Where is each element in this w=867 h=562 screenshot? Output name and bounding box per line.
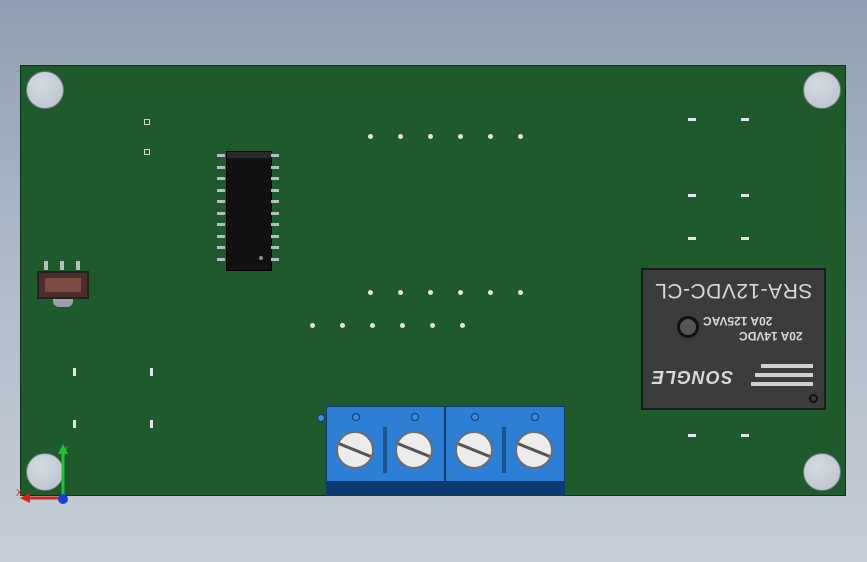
switch-tab <box>53 299 73 307</box>
ic-pin <box>271 154 279 157</box>
terminal-dot <box>471 413 479 421</box>
relay-rating-dc: 20A 14VDC <box>739 329 803 343</box>
pad <box>741 194 749 197</box>
slide-switch <box>37 271 89 299</box>
pad <box>73 420 76 428</box>
ic-pin <box>217 246 225 249</box>
ic-notch <box>227 152 271 158</box>
pad <box>518 290 523 295</box>
pad <box>518 134 523 139</box>
pad <box>488 290 493 295</box>
ic-pin <box>271 211 279 215</box>
pad <box>741 237 749 240</box>
pad <box>741 434 749 437</box>
mounting-hole-top-left <box>26 71 64 109</box>
terminal-base <box>446 481 564 495</box>
ic-pin <box>217 154 225 157</box>
ic-pin <box>271 246 279 249</box>
ic-pin <box>217 200 225 203</box>
pad <box>398 134 403 139</box>
relay: SRA-12VDC-CL 20A 125VAC 20A 14VDC SONGLE <box>641 268 826 410</box>
pad <box>460 323 465 328</box>
ic-pin <box>217 234 225 238</box>
ic-pin <box>271 177 279 180</box>
pad <box>688 434 696 437</box>
screw-icon <box>336 431 374 469</box>
pad <box>688 194 696 197</box>
pad <box>73 368 76 376</box>
pad <box>430 323 435 328</box>
pad <box>741 118 749 121</box>
terminal-dot <box>531 413 539 421</box>
terminal-dot <box>411 413 419 421</box>
pcb-board: SRA-12VDC-CL 20A 125VAC 20A 14VDC SONGLE <box>20 65 846 496</box>
relay-brand: SONGLE <box>651 367 734 387</box>
terminal-divider <box>383 427 387 473</box>
terminal-dot <box>352 413 360 421</box>
ic-pin <box>271 200 279 203</box>
ic-pin1-dot <box>259 256 263 260</box>
axis-x-label: X <box>16 488 23 499</box>
ic-pin <box>217 177 225 180</box>
mounting-hole-bottom-right <box>803 453 841 491</box>
screw-icon <box>515 431 553 469</box>
pad <box>458 290 463 295</box>
switch-pin <box>76 261 80 270</box>
switch-pin <box>60 261 64 270</box>
terminal-edge-marker <box>317 414 325 422</box>
terminal-base <box>327 481 444 495</box>
pad <box>398 290 403 295</box>
square-pad <box>144 119 150 125</box>
square-pad <box>144 149 150 155</box>
relay-logo-stripe <box>761 364 813 368</box>
pad <box>150 420 153 428</box>
pad <box>400 323 405 328</box>
screw-terminal-right <box>445 406 565 496</box>
axis-triad-icon: Y X <box>16 444 69 504</box>
pad <box>368 134 373 139</box>
ic-pin <box>217 257 225 261</box>
pad <box>150 368 153 376</box>
pad <box>428 134 433 139</box>
ic-pin <box>217 165 225 169</box>
pad <box>458 134 463 139</box>
pad <box>310 323 315 328</box>
switch-face <box>45 278 81 292</box>
switch-pin <box>44 261 48 270</box>
mounting-hole-top-right <box>803 71 841 109</box>
relay-logo-stripe <box>755 373 813 377</box>
pad <box>370 323 375 328</box>
relay-rating-ac: 20A 125VAC <box>703 314 773 328</box>
screw-icon <box>395 431 433 469</box>
ic-pin <box>271 165 279 169</box>
pad <box>688 118 696 121</box>
pad <box>488 134 493 139</box>
relay-ring-icon <box>677 316 699 338</box>
ic-pin <box>217 223 225 226</box>
relay-pin-marker <box>809 394 818 403</box>
relay-model: SRA-12VDC-CL <box>654 279 813 302</box>
pad <box>340 323 345 328</box>
ic-chip <box>226 151 272 271</box>
pad <box>428 290 433 295</box>
axis-y-label: Y <box>61 445 69 457</box>
screw-terminal-left <box>326 406 445 496</box>
pad <box>368 290 373 295</box>
ic-pin <box>217 188 225 192</box>
ic-pin <box>271 234 279 238</box>
ic-pin <box>271 188 279 192</box>
ic-pin <box>271 223 279 226</box>
relay-logo-stripe <box>751 382 813 386</box>
mounting-hole-bottom-left <box>26 453 64 491</box>
screw-icon <box>455 431 493 469</box>
pad <box>688 237 696 240</box>
terminal-divider <box>502 427 506 473</box>
ic-pin <box>271 257 279 261</box>
ic-pin <box>217 211 225 215</box>
